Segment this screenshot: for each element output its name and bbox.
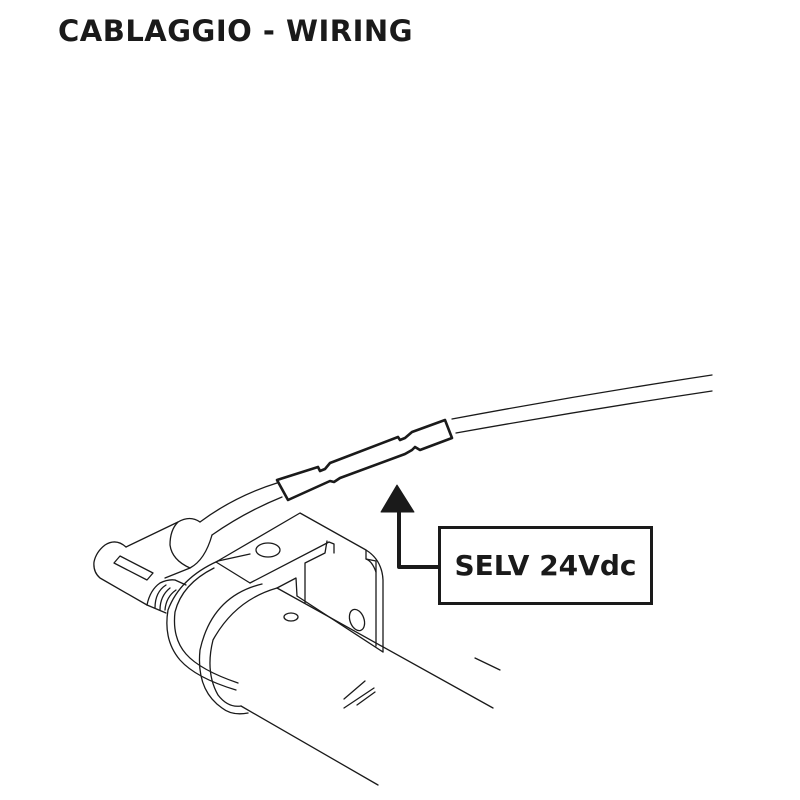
mounting-bracket: [215, 512, 384, 653]
cable-splice-connector: [275, 418, 454, 502]
angled-connector: [93, 517, 213, 614]
voltage-label: SELV 24Vdc: [454, 549, 637, 582]
cable: [199, 374, 713, 536]
motor-head: [166, 553, 251, 691]
callout-arrow: [380, 484, 440, 569]
motor-tube: [198, 583, 501, 786]
voltage-callout-box: SELV 24Vdc: [438, 526, 653, 605]
page-title: CABLAGGIO - WIRING: [58, 14, 414, 48]
